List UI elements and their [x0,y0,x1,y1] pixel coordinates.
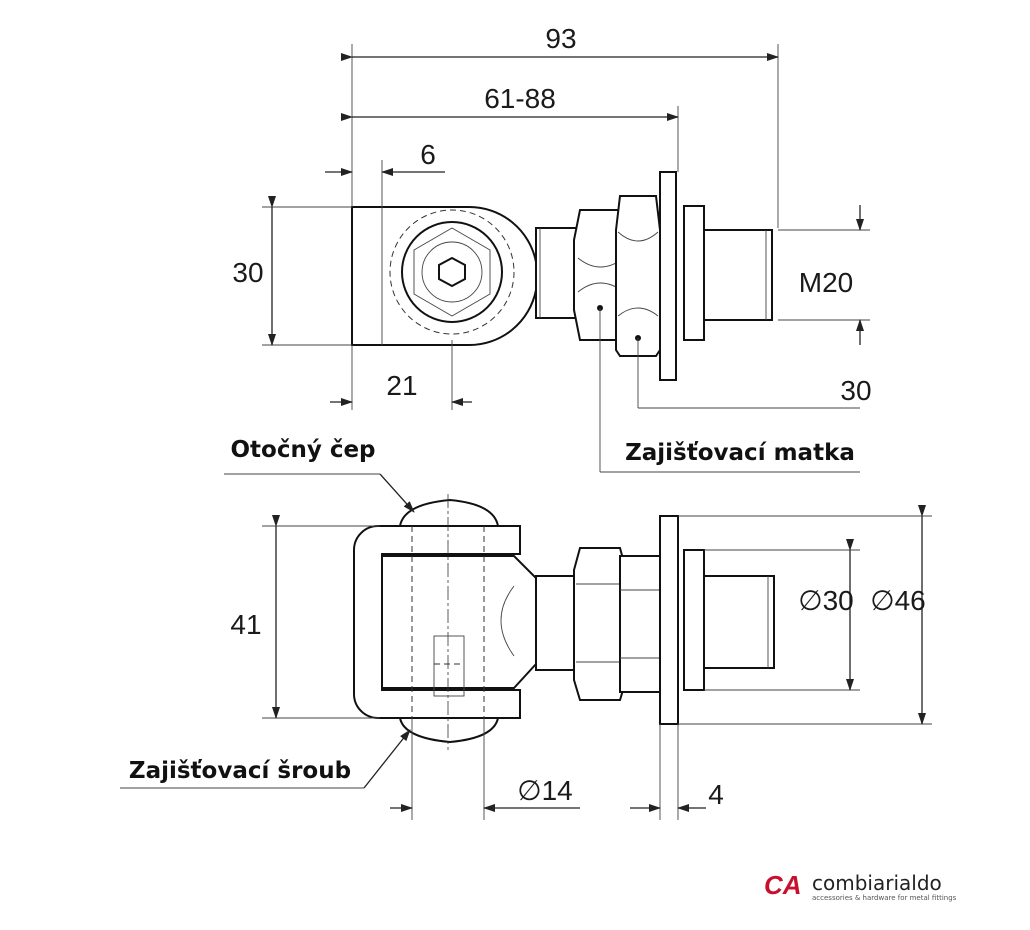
bottom-dimensions [120,473,932,820]
dim-eye-center: 21 [386,370,417,401]
bottom-view [353,494,775,750]
label-pivot-pin: Otočný čep [230,437,375,463]
label-lock-nut: Zajišťovací matka [625,440,855,466]
brand-name: combiarialdo [812,871,942,895]
dim-eye-height: 30 [232,257,263,288]
dim-eye-offset: 6 [420,139,436,170]
top-view [351,171,773,381]
brand-logo: CA combiarialdo accessories & hardware f… [764,870,957,902]
dim-pin-diameter: ∅14 [517,775,573,806]
dim-washer-thickness: 4 [708,779,724,810]
dim-overall-length: 93 [545,23,576,54]
dim-thread: M20 [799,267,853,298]
label-lock-screw: Zajišťovací šroub [129,758,351,784]
dim-adjust-range: 61-88 [484,83,556,114]
dim-fork-height: 41 [230,609,261,640]
dim-washer-small-diameter: ∅30 [798,585,854,616]
dim-washer-large-diameter: ∅46 [870,585,926,616]
top-dimensions [262,44,870,473]
brand-tagline: accessories & hardware for metal fitting… [812,894,957,902]
brand-mark: CA [764,870,802,900]
dim-nut-size: 30 [840,375,871,406]
